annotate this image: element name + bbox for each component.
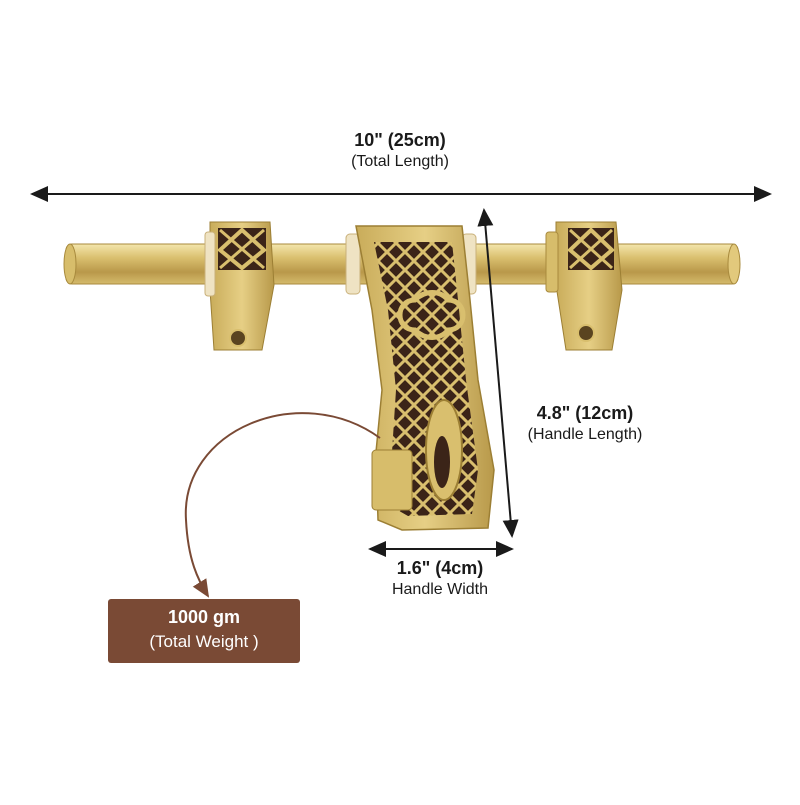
total-weight-badge: 1000 gm (Total Weight ): [108, 599, 300, 663]
right-bracket: [545, 221, 623, 351]
latch-handle: [345, 225, 495, 531]
handle-length-value: 4.8" (12cm): [536, 403, 634, 423]
total-weight-value: 1000 gm: [167, 607, 241, 627]
handle-width-value: 1.6" (4cm): [396, 558, 484, 578]
total-length-caption: (Total Length): [351, 152, 449, 170]
screw-hole-icon: [229, 329, 247, 347]
handle-width-label: 1.6" (4cm) Handle Width: [360, 558, 520, 599]
handle-width-caption: Handle Width: [391, 580, 489, 598]
total-length-label: 10" (25cm) (Total Length): [300, 130, 500, 171]
weight-pointer-arrow: [184, 412, 381, 598]
handle-length-arrow: [477, 208, 519, 538]
handle-length-caption: (Handle Length): [527, 425, 643, 443]
left-bracket: [204, 221, 275, 351]
handle-length-label: 4.8" (12cm) (Handle Length): [505, 403, 665, 444]
total-length-value: 10" (25cm): [354, 130, 446, 150]
total-weight-caption: (Total Weight ): [149, 632, 259, 651]
screw-hole-icon: [577, 324, 595, 342]
